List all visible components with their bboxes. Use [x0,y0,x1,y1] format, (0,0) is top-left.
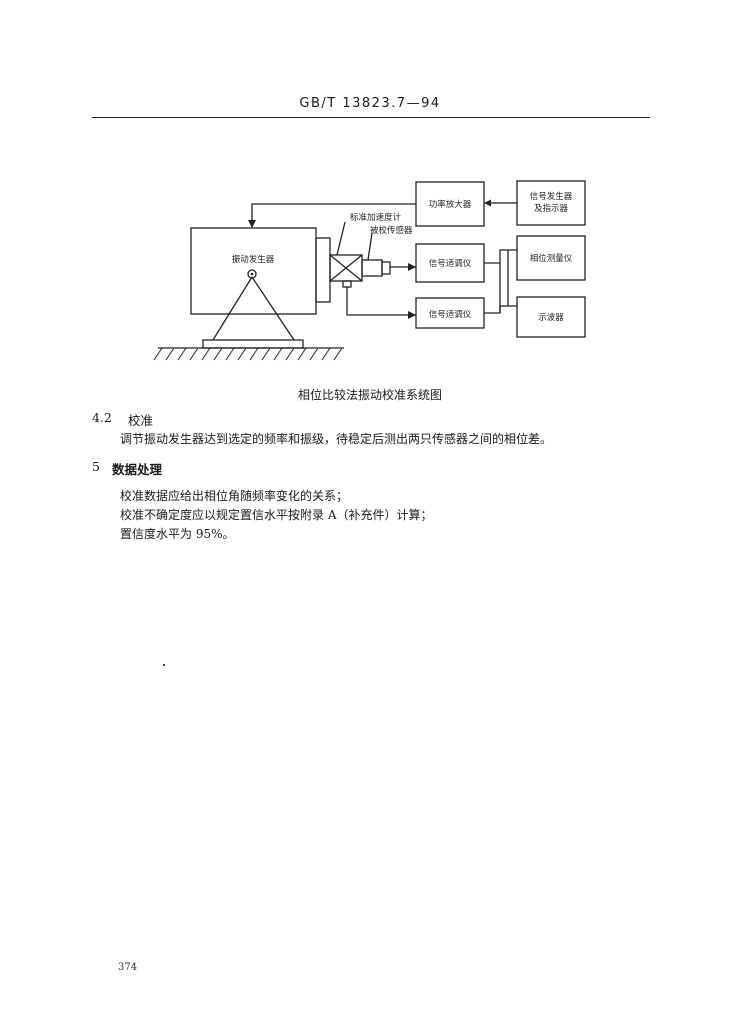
conditioner-bottom-label: 信号适调仪 [429,309,472,320]
header-rule [92,117,650,118]
calibration-paragraph: 调节振动发生器达到选定的频率和振级，待稳定后测出两只传感器之间的相位差。 [120,432,553,446]
conditioner-top-label: 信号适调仪 [429,258,472,269]
mounting-block [315,237,331,303]
data-paragraph-3: 置信度水平为 95%。 [120,527,235,541]
signal-generator-box [516,180,586,226]
oscilloscope-box [516,296,586,338]
section-title-calibration: 校准 [128,413,154,428]
arrow-to-generator [484,199,491,207]
arrow-to-vibrator [248,220,256,228]
vibrator-center-marker [247,269,257,279]
section-number-5: 5 [92,459,100,474]
arrow-to-conditioner-bottom [408,311,416,319]
phase-meter-box [516,235,586,281]
standard-code-header: GB/T 13823.7—94 [299,96,441,111]
section-title-data-processing: 数据处理 [112,462,163,477]
section-number-4-2: 4.2 [92,410,112,425]
signal-gen-label-1: 信号发生器 [530,191,573,202]
calibrated-sensor-box [361,259,383,277]
page-number: 374 [118,962,138,973]
standard-sensor-label: 标准加速度计 [350,212,402,223]
calibration-system-diagram: 振动发生器 功率放大器 信号发生器 及指示器 标准加速度计 被校传感器 信号适调… [153,180,586,361]
oscilloscope-label: 示波器 [538,312,564,323]
phase-meter-label: 相位测量仪 [530,253,573,264]
pedestal [202,339,304,349]
signal-gen-label-2: 及指示器 [534,203,569,214]
power-amp-label: 功率放大器 [429,199,472,210]
data-paragraph-2: 校准不确定度应以规定置信水平按附录 A（补充件）计算； [120,508,433,522]
arrow-to-conditioner-top [408,263,416,271]
data-paragraph-1: 校准数据应给出相位角随频率变化的关系； [120,489,349,503]
figure-caption: 相位比较法振动校准系统图 [297,388,442,402]
vibrator-label: 振动发生器 [232,254,275,265]
scan-speck [163,664,165,666]
calibrated-sensor-label: 被校传感器 [370,225,413,236]
